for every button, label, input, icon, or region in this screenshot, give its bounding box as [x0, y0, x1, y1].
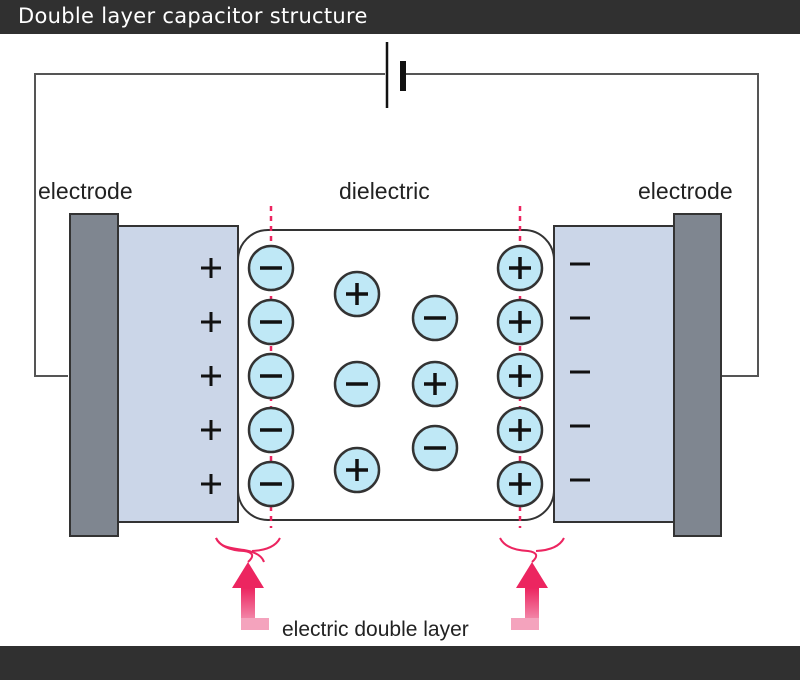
free-anion-icon: [411, 424, 459, 472]
free-cation-icon: [333, 446, 381, 494]
positive-charge-icon: [201, 420, 221, 440]
cation-icon: [496, 298, 544, 346]
right-electrode-surface: [553, 225, 675, 523]
double-layer-label: electric double layer: [282, 618, 469, 641]
right-electrode-charges: [570, 262, 590, 482]
positive-charge-icon: [201, 474, 221, 494]
dielectric-label: dielectric: [339, 178, 430, 204]
title-bar: Double layer capacitor structure: [0, 0, 800, 34]
left-electrode-plate: [69, 213, 119, 537]
anion-icon: [247, 298, 295, 346]
anion-icon: [247, 460, 295, 508]
left-electrode-surface: [117, 225, 239, 523]
cation-icon: [496, 352, 544, 400]
free-anion-icon: [333, 360, 381, 408]
left-electrode-label: electrode: [38, 178, 133, 204]
anion-icon: [247, 244, 295, 292]
left-double-layer-ions: [247, 244, 295, 508]
battery-icon: [385, 42, 406, 108]
right-arrow-icon: [511, 562, 548, 630]
right-electrode-plate: [673, 213, 722, 537]
positive-charge-icon: [201, 366, 221, 386]
cation-icon: [496, 460, 544, 508]
free-ions: [333, 270, 459, 494]
right-electrode-label: electrode: [638, 178, 733, 204]
free-anion-icon: [411, 294, 459, 342]
left-electrode-charges: [201, 258, 221, 494]
left-arrow-icon: [232, 562, 269, 630]
positive-charge-icon: [201, 258, 221, 278]
diagram-title: Double layer capacitor structure: [18, 4, 368, 28]
right-brace: [499, 537, 565, 563]
cation-icon: [496, 406, 544, 454]
anion-icon: [247, 352, 295, 400]
bottom-bar: [0, 646, 800, 680]
free-cation-icon: [333, 270, 381, 318]
circuit-wire: [34, 73, 759, 377]
cation-icon: [496, 244, 544, 292]
positive-charge-icon: [201, 312, 221, 332]
free-cation-icon: [411, 360, 459, 408]
anion-icon: [247, 406, 295, 454]
right-double-layer-ions: [496, 244, 544, 508]
